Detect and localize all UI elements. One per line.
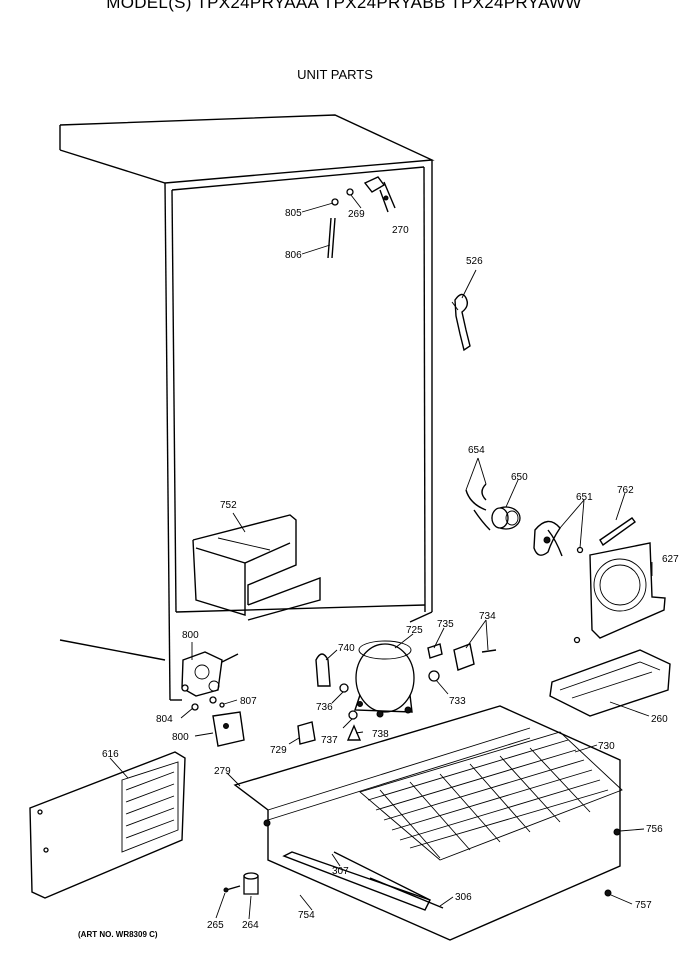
callout-762: 762 — [617, 485, 634, 496]
callout-270: 270 — [392, 225, 409, 236]
callout-754: 754 — [298, 910, 315, 921]
callout-306: 306 — [455, 892, 472, 903]
callout-752: 752 — [220, 500, 237, 511]
callout-264: 264 — [242, 920, 259, 931]
compressor-part — [354, 640, 415, 718]
fan-motor-assembly — [465, 483, 584, 557]
callout-616: 616 — [102, 749, 119, 760]
cabinet-drawing — [59, 114, 435, 701]
callout-279: 279 — [214, 766, 231, 777]
callout-729: 729 — [270, 745, 287, 756]
callout-806: 806 — [285, 250, 302, 261]
spacer-parts — [223, 872, 259, 895]
callout-738: 738 — [372, 729, 389, 740]
callout-730: 730 — [598, 741, 615, 752]
callout-740: 740 — [338, 643, 355, 654]
callout-807: 807 — [240, 696, 257, 707]
callout-269: 269 — [348, 209, 365, 220]
callout-756: 756 — [646, 824, 663, 835]
access-cover-part — [29, 751, 186, 899]
tube-part — [327, 198, 339, 259]
callout-805: 805 — [285, 208, 302, 219]
callout-307: 307 — [332, 866, 349, 877]
callout-800-valve: 800 — [182, 630, 199, 641]
drain-pan-part — [549, 649, 671, 717]
callout-757: 757 — [635, 900, 652, 911]
callout-627: 627 — [662, 554, 679, 565]
callout-654: 654 — [468, 445, 485, 456]
fan-shroud-part — [573, 517, 666, 644]
condenser-base-part — [233, 705, 623, 941]
callout-260: 260 — [651, 714, 668, 725]
callout-735: 735 — [437, 619, 454, 630]
callout-265: 265 — [207, 920, 224, 931]
art-number: (ART NO. WR8309 C) — [78, 930, 158, 939]
callout-736: 736 — [316, 702, 333, 713]
callout-737: 737 — [321, 735, 338, 746]
models-title: MODEL(S) TPX24PRYAAA TPX24PRYABB TPX24PR… — [106, 0, 582, 12]
water-valve-part — [181, 651, 239, 708]
callout-733: 733 — [449, 696, 466, 707]
leader-lines — [109, 194, 653, 920]
harness-part — [451, 293, 471, 352]
start-relay-parts — [427, 643, 497, 682]
callout-725: 725 — [406, 625, 423, 636]
base-tray-part — [282, 851, 444, 911]
callout-800-bracket: 800 — [172, 732, 189, 743]
callout-651: 651 — [576, 492, 593, 503]
callout-734: 734 — [479, 611, 496, 622]
thermostat-part — [346, 176, 396, 213]
duct-part — [192, 514, 321, 621]
callout-526: 526 — [466, 256, 483, 267]
valve-bracket-part — [212, 711, 245, 747]
callout-804: 804 — [156, 714, 173, 725]
section-title: UNIT PARTS — [297, 67, 373, 82]
relay-overload-parts — [297, 653, 362, 745]
callout-650: 650 — [511, 472, 528, 483]
